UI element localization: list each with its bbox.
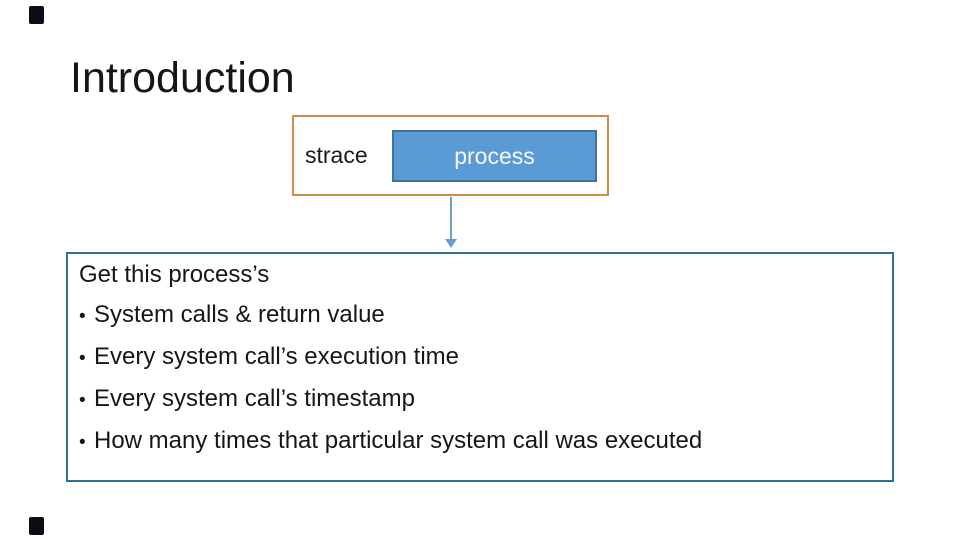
process-label: process (454, 142, 535, 169)
bullet-icon: • (79, 432, 86, 453)
arrow-head-icon (445, 239, 457, 248)
bullet-icon: • (79, 348, 86, 369)
bullet-text: Every system call’s timestamp (94, 385, 415, 412)
strace-label: strace (305, 142, 368, 168)
bullet-item: • Every system call’s timestamp (79, 379, 882, 421)
slide-title: Introduction (70, 54, 295, 102)
process-box: process (392, 130, 597, 182)
bullet-icon: • (79, 306, 86, 327)
arrow-line (450, 197, 452, 239)
slide-corner-decoration-top (29, 6, 44, 24)
bullet-text: Every system call’s execution time (94, 343, 460, 370)
bullet-item: • How many times that particular system c… (79, 421, 882, 463)
bullet-text: System calls & return value (94, 301, 385, 328)
bullet-item: • System calls & return value (79, 295, 882, 337)
strace-group-box: strace process (292, 115, 609, 196)
bullet-item: • Every system call’s execution time (79, 337, 882, 379)
slide-corner-decoration-bottom (29, 517, 44, 535)
description-box: Get this process’s • System calls & retur… (66, 252, 894, 482)
bullet-text: How many times that particular system ca… (94, 427, 703, 454)
bullet-icon: • (79, 390, 86, 411)
description-heading: Get this process’s (79, 261, 270, 288)
